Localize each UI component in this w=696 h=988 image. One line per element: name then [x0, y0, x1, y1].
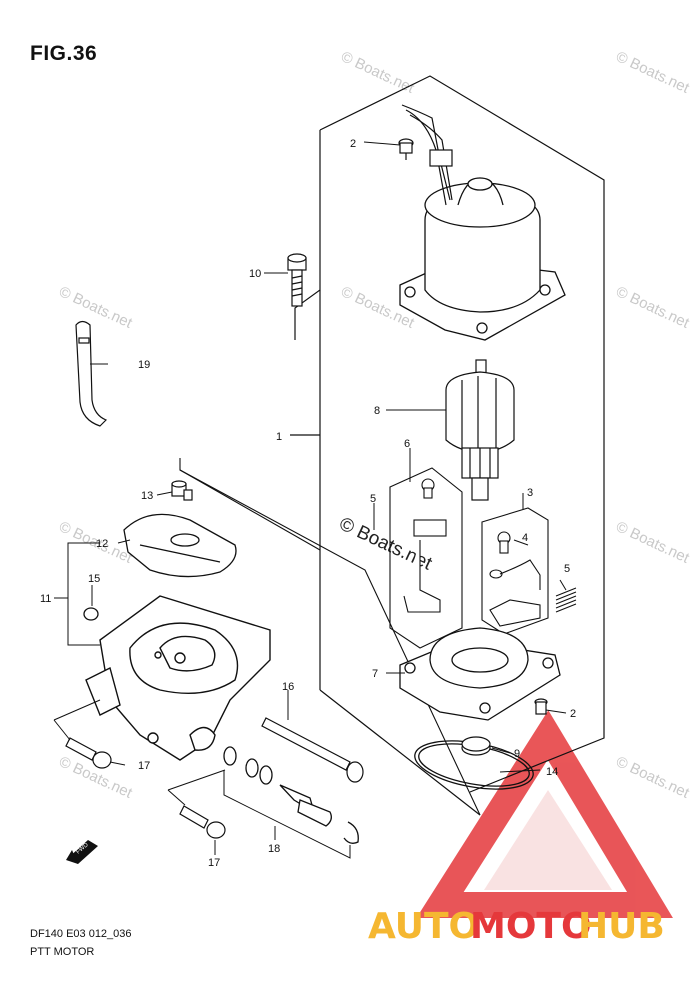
base-plate-7 — [399, 627, 561, 721]
brush-holder-6 — [389, 467, 463, 649]
callout: 8 — [374, 405, 380, 417]
fwd-arrow-icon: FWD — [66, 840, 98, 864]
brush-holder-3 — [481, 507, 549, 635]
bracket-11 — [54, 542, 100, 646]
figure-code: DF140 E03 012_036 — [30, 928, 132, 940]
callout: 7 — [372, 668, 378, 680]
watermark: © Boats.net — [613, 753, 692, 802]
callout: 19 — [138, 359, 150, 371]
brand-moto: MOTO — [470, 906, 592, 947]
callout: 12 — [96, 538, 108, 550]
motor-wires — [401, 104, 453, 206]
callout: 2 — [350, 138, 356, 150]
callout: 4 — [522, 532, 528, 544]
bolt-10 — [287, 253, 307, 307]
screw-2-bottom — [534, 698, 548, 715]
callout: 16 — [282, 681, 294, 693]
callout: 6 — [404, 438, 410, 450]
watermark: © Boats.net — [56, 283, 135, 332]
callout: 13 — [141, 490, 153, 502]
bolt-17-bottom — [179, 805, 226, 839]
motor-housing — [399, 177, 566, 341]
pump-housing-11 — [85, 595, 271, 761]
callout: 15 — [88, 573, 100, 585]
callout: 17 — [208, 857, 220, 869]
brand-hub: HUB — [578, 906, 665, 947]
callout: 18 — [268, 843, 280, 855]
cover-12 — [123, 513, 237, 578]
callout: 9 — [514, 748, 520, 760]
callout: 17 — [138, 760, 150, 772]
leader-lines — [53, 141, 567, 855]
armature-8 — [445, 359, 515, 501]
callout-numbers: 1 2 2 3 4 5 5 6 7 8 9 10 11 12 13 14 15 … — [40, 138, 576, 869]
bolt-17-left — [65, 737, 112, 769]
ring-15 — [83, 607, 99, 621]
seal-9 — [461, 736, 491, 756]
callout: 1 — [276, 431, 282, 443]
watermark: © Boats.net — [338, 48, 417, 97]
callout: 3 — [527, 487, 533, 499]
callout: 11 — [40, 593, 51, 605]
spring-5-right — [555, 587, 577, 613]
callout: 2 — [570, 708, 576, 720]
automotohub-logo-triangle — [416, 710, 673, 918]
bolt-16 — [261, 717, 364, 783]
bracket-18 — [223, 770, 351, 859]
screw-2-top — [398, 138, 414, 160]
brand-auto: AUTO — [368, 906, 479, 947]
callout: 5 — [564, 563, 570, 575]
clip-19 — [75, 320, 108, 427]
pin-13 — [171, 480, 193, 501]
watermark: © Boats.net — [613, 518, 692, 567]
callout: 10 — [249, 268, 261, 280]
watermark: © Boats.net — [613, 48, 692, 97]
automotohub-logo-text: AUTO MOTO HUB — [368, 906, 665, 947]
callout: 14 — [546, 766, 558, 778]
figure-title: FIG.36 — [30, 42, 98, 65]
figure-name: PTT MOTOR — [30, 946, 95, 958]
callout: 5 — [370, 493, 376, 505]
valve-18-group — [223, 746, 359, 844]
assembly-frame — [290, 75, 605, 816]
watermark: © Boats.net — [613, 283, 692, 332]
